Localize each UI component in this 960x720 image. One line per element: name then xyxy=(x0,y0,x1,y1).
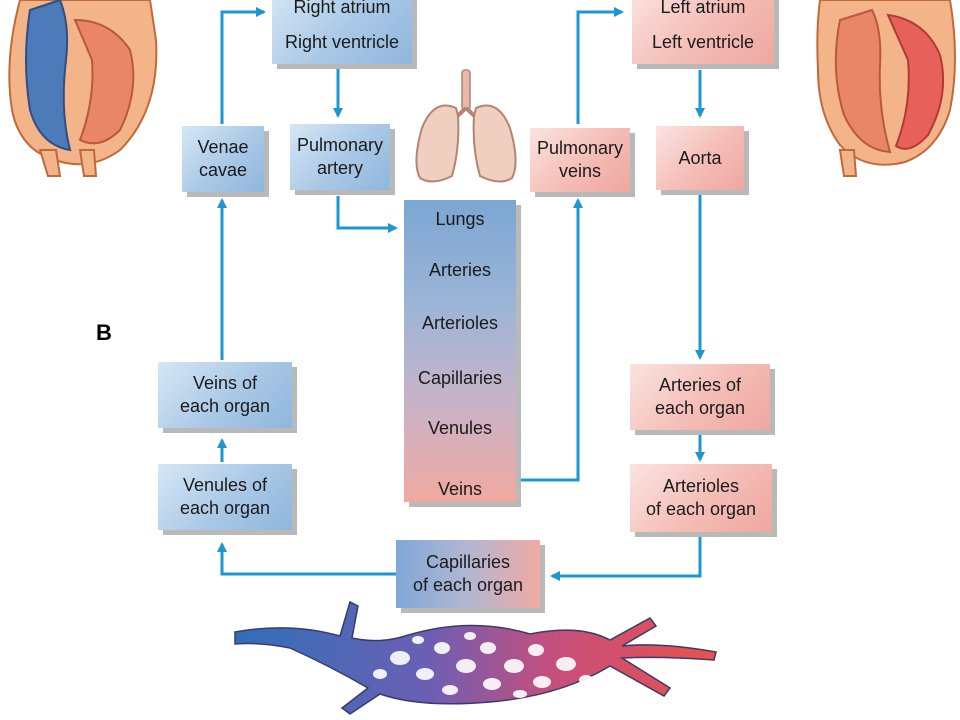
venae-cavae-label-2: cavae xyxy=(198,160,248,180)
right-atrium-label: Right atrium xyxy=(293,0,391,17)
capillaries-of-each-organ-box: Capillaries of each organ xyxy=(396,540,540,608)
capillaries-organ-label-2: of each organ xyxy=(412,575,524,595)
veins-organ-label-2: each organ xyxy=(179,396,271,416)
lung-column-item-veins: Veins xyxy=(437,479,483,499)
venules-organ-label-2: each organ xyxy=(179,498,271,518)
pulmonary-veins-label-2: veins xyxy=(558,161,602,181)
aorta-label: Aorta xyxy=(678,147,722,168)
arterioles-organ-label-1: Arterioles xyxy=(662,476,740,496)
arterioles-of-each-organ-box: Arterioles of each organ xyxy=(630,464,772,532)
pulmonary-circulation-column xyxy=(404,200,516,502)
lung-column-item-arteries: Arteries xyxy=(428,260,491,280)
lung-column-item-capillaries: Capillaries xyxy=(417,368,503,388)
heart-oxygenated-icon xyxy=(816,0,956,177)
pulmonary-artery-label-2: artery xyxy=(316,158,363,178)
right-heart-box: Right atrium Right ventricle xyxy=(272,0,412,64)
pulmonary-veins-box: Pulmonary veins xyxy=(530,128,630,192)
veins-organ-label-1: Veins of xyxy=(192,373,258,393)
arteries-organ-label-2: each organ xyxy=(654,398,746,418)
arteries-organ-label-1: Arteries of xyxy=(658,375,742,395)
venae-cavae-box: Venae cavae xyxy=(182,126,264,192)
aorta-box: Aorta xyxy=(656,126,744,190)
arteries-of-each-organ-box: Arteries of each organ xyxy=(630,364,770,430)
heart-deoxygenated-icon xyxy=(8,0,158,177)
pulmonary-artery-box: Pulmonary artery xyxy=(290,124,390,190)
capillaries-organ-label-1: Capillaries xyxy=(425,552,511,572)
left-ventricle-label: Left ventricle xyxy=(651,32,755,52)
capillary-network-icon xyxy=(234,600,717,715)
lung-column-item-lungs: Lungs xyxy=(435,209,485,229)
pulmonary-veins-label-1: Pulmonary xyxy=(536,138,624,158)
venae-cavae-label-1: Venae xyxy=(197,137,249,157)
lung-column-item-venules: Venules xyxy=(427,418,493,438)
pulmonary-artery-label-1: Pulmonary xyxy=(296,135,384,155)
lung-column-item-arterioles: Arterioles xyxy=(421,313,499,333)
right-ventricle-label: Right ventricle xyxy=(284,32,400,52)
venules-of-each-organ-box: Venules of each organ xyxy=(158,464,292,530)
left-atrium-label: Left atrium xyxy=(660,0,746,17)
panel-label: B xyxy=(96,320,112,345)
arterioles-organ-label-2: of each organ xyxy=(645,499,757,519)
venules-organ-label-1: Venules of xyxy=(182,475,268,495)
left-heart-box: Left atrium Left ventricle xyxy=(632,0,774,64)
lungs-icon xyxy=(415,69,517,183)
veins-of-each-organ-box: Veins of each organ xyxy=(158,362,292,428)
